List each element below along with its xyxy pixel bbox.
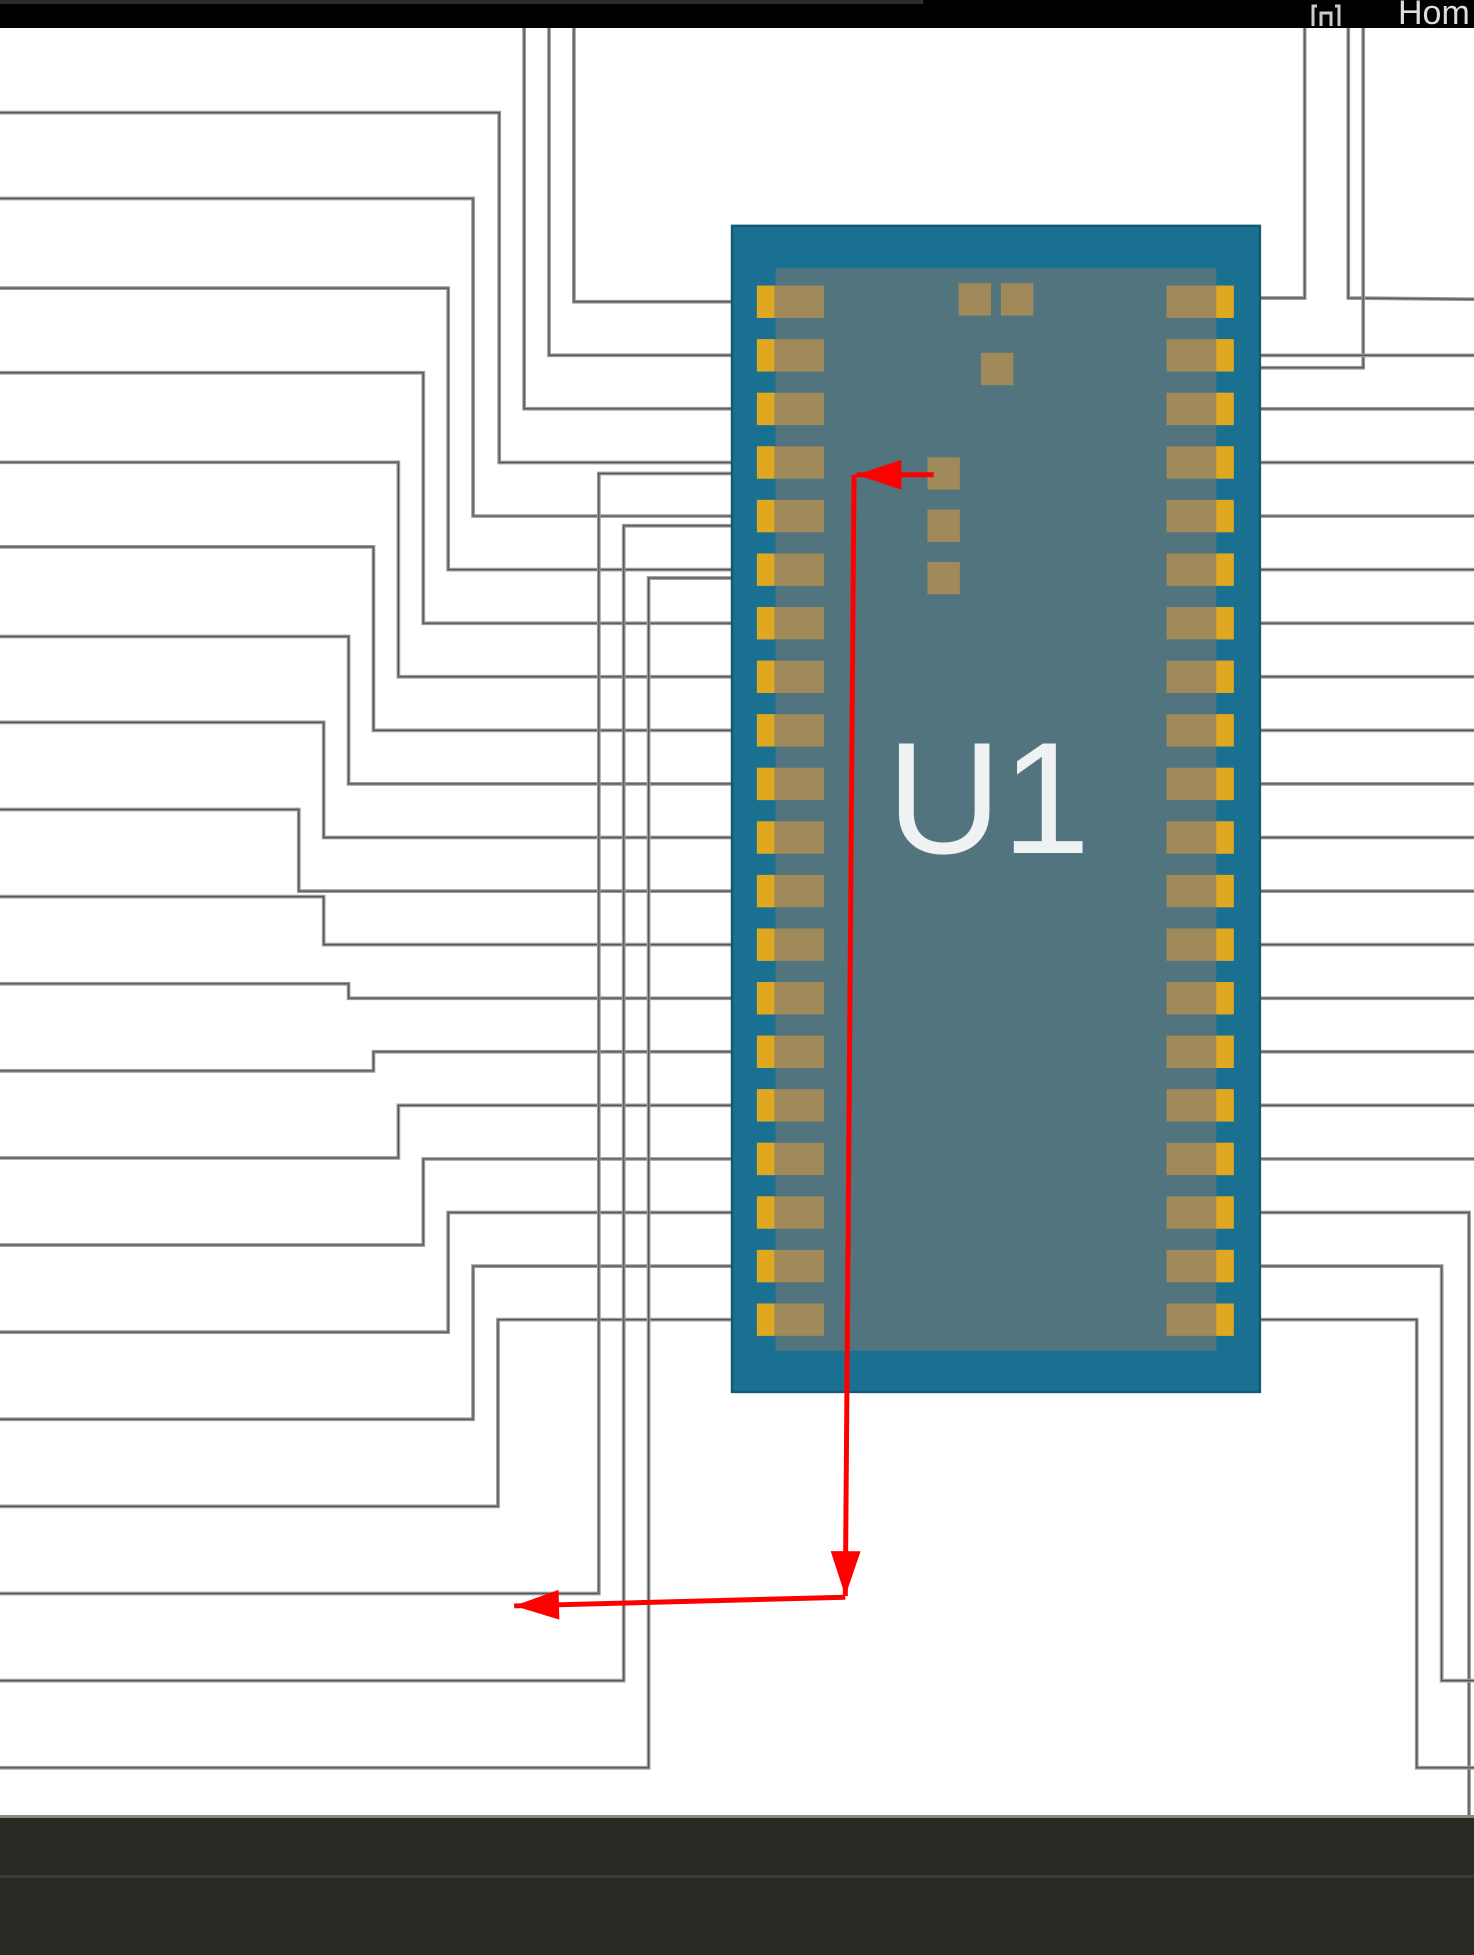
wire-core[interactable] — [0, 546, 792, 731]
right-pad-edge — [1216, 1035, 1234, 1068]
component-label: U1 — [887, 709, 1091, 887]
left-pad-edge — [756, 1035, 775, 1068]
wire-core[interactable] — [0, 1265, 792, 1420]
left-pad-edge — [756, 607, 775, 640]
wire[interactable] — [0, 894, 792, 947]
right-pad-edge — [1216, 1196, 1234, 1229]
wire-core[interactable] — [1201, 1211, 1470, 1815]
right-pad-edge — [1216, 1249, 1234, 1283]
right-pad-edge — [1216, 607, 1234, 640]
annotation-arrow-line — [514, 1594, 846, 1609]
right-pad-edge — [1216, 714, 1234, 747]
right-pad-edge — [1216, 821, 1234, 854]
wire-core[interactable] — [1201, 1319, 1474, 1769]
arrowhead-icon — [830, 1551, 861, 1596]
wire-core[interactable] — [0, 808, 792, 892]
left-pad-edge — [756, 982, 775, 1015]
wire-core[interactable] — [0, 721, 792, 839]
left-pad-edge — [756, 821, 775, 854]
left-pad-edge — [756, 767, 775, 801]
annotation-arrow-line — [842, 474, 857, 1596]
wire-core[interactable] — [0, 1158, 792, 1246]
wire-core[interactable] — [0, 1051, 792, 1072]
wire-core[interactable] — [0, 983, 792, 999]
left-pad-edge — [756, 339, 775, 372]
left-pad-edge — [756, 874, 775, 908]
wire-core[interactable] — [0, 1319, 792, 1508]
left-pad-edge — [756, 714, 775, 747]
pads — [756, 283, 1234, 1336]
right-pad-edge — [1216, 1142, 1234, 1176]
left-pad-edge — [756, 285, 775, 318]
right-pad-edge — [1216, 339, 1234, 372]
top-bar: Hom — [0, 0, 1474, 32]
bottom-panel — [0, 1815, 1474, 1955]
wire-core[interactable] — [0, 287, 792, 571]
right-pad-edge — [1216, 660, 1234, 693]
wire[interactable] — [0, 720, 792, 840]
right-pad-edge — [1216, 928, 1234, 961]
wire-core[interactable] — [0, 461, 792, 678]
wire-core[interactable] — [0, 1211, 792, 1333]
left-pad-edge — [756, 1303, 775, 1336]
annotation-arrows — [514, 459, 934, 1620]
left-pad-edge — [756, 1196, 775, 1229]
arrowhead-icon — [514, 1589, 560, 1620]
arrowhead-icon — [856, 459, 902, 490]
home-tab-label[interactable]: Hom — [1398, 0, 1470, 32]
wire[interactable] — [0, 807, 792, 893]
left-pad-edge — [756, 553, 775, 586]
small-pad — [958, 283, 991, 316]
left-pad-edge — [756, 928, 775, 961]
wire[interactable] — [0, 1210, 792, 1335]
small-pad — [927, 561, 960, 595]
wire-core[interactable] — [0, 1104, 792, 1159]
right-pad-edge — [1216, 874, 1234, 908]
right-pad-edge — [1216, 446, 1234, 479]
wire[interactable] — [0, 1264, 792, 1422]
wire[interactable] — [0, 981, 792, 1001]
wire[interactable] — [0, 634, 792, 786]
right-pad-edge — [1216, 285, 1234, 318]
wire-core[interactable] — [0, 635, 792, 785]
wire-core[interactable] — [523, 28, 792, 410]
wire-core[interactable] — [0, 111, 792, 464]
wire[interactable] — [0, 1317, 792, 1509]
right-pad-edge — [1216, 392, 1234, 426]
divider — [0, 1875, 1474, 1878]
left-pad-edge — [756, 1089, 775, 1122]
left-pad-edge — [756, 660, 775, 693]
left-pad-edge — [756, 499, 775, 533]
left-pad-edge — [756, 1142, 775, 1176]
left-pad-edge — [756, 1249, 775, 1283]
right-pad-edge — [1216, 982, 1234, 1015]
wire[interactable] — [0, 1103, 792, 1160]
scroll-track[interactable] — [0, 0, 923, 4]
left-pad-edge — [756, 446, 775, 479]
small-pad — [1000, 283, 1034, 316]
wire[interactable] — [0, 545, 792, 733]
right-pad-edge — [1216, 499, 1234, 533]
home-icon[interactable] — [1310, 2, 1342, 28]
right-pad-edge — [1216, 1303, 1234, 1336]
wire-core[interactable] — [0, 372, 792, 624]
small-pad — [927, 509, 960, 542]
right-pad-edge — [1216, 553, 1234, 586]
wire-core[interactable] — [0, 895, 792, 946]
right-pad-edge — [1216, 1089, 1234, 1122]
wire-core[interactable] — [548, 28, 792, 356]
wire-core[interactable] — [0, 197, 792, 517]
wire-core[interactable] — [1347, 28, 1474, 300]
wire-core[interactable] — [573, 28, 792, 303]
small-pad — [981, 352, 1014, 386]
wire[interactable] — [0, 196, 792, 518]
schematic-canvas[interactable]: U1 — [0, 28, 1474, 1815]
wire[interactable] — [0, 1049, 792, 1073]
wire-core[interactable] — [1201, 1265, 1474, 1682]
wire[interactable] — [1346, 28, 1474, 302]
right-pad-edge — [1216, 767, 1234, 801]
left-pad-edge — [756, 392, 775, 426]
wire[interactable] — [0, 1157, 792, 1247]
